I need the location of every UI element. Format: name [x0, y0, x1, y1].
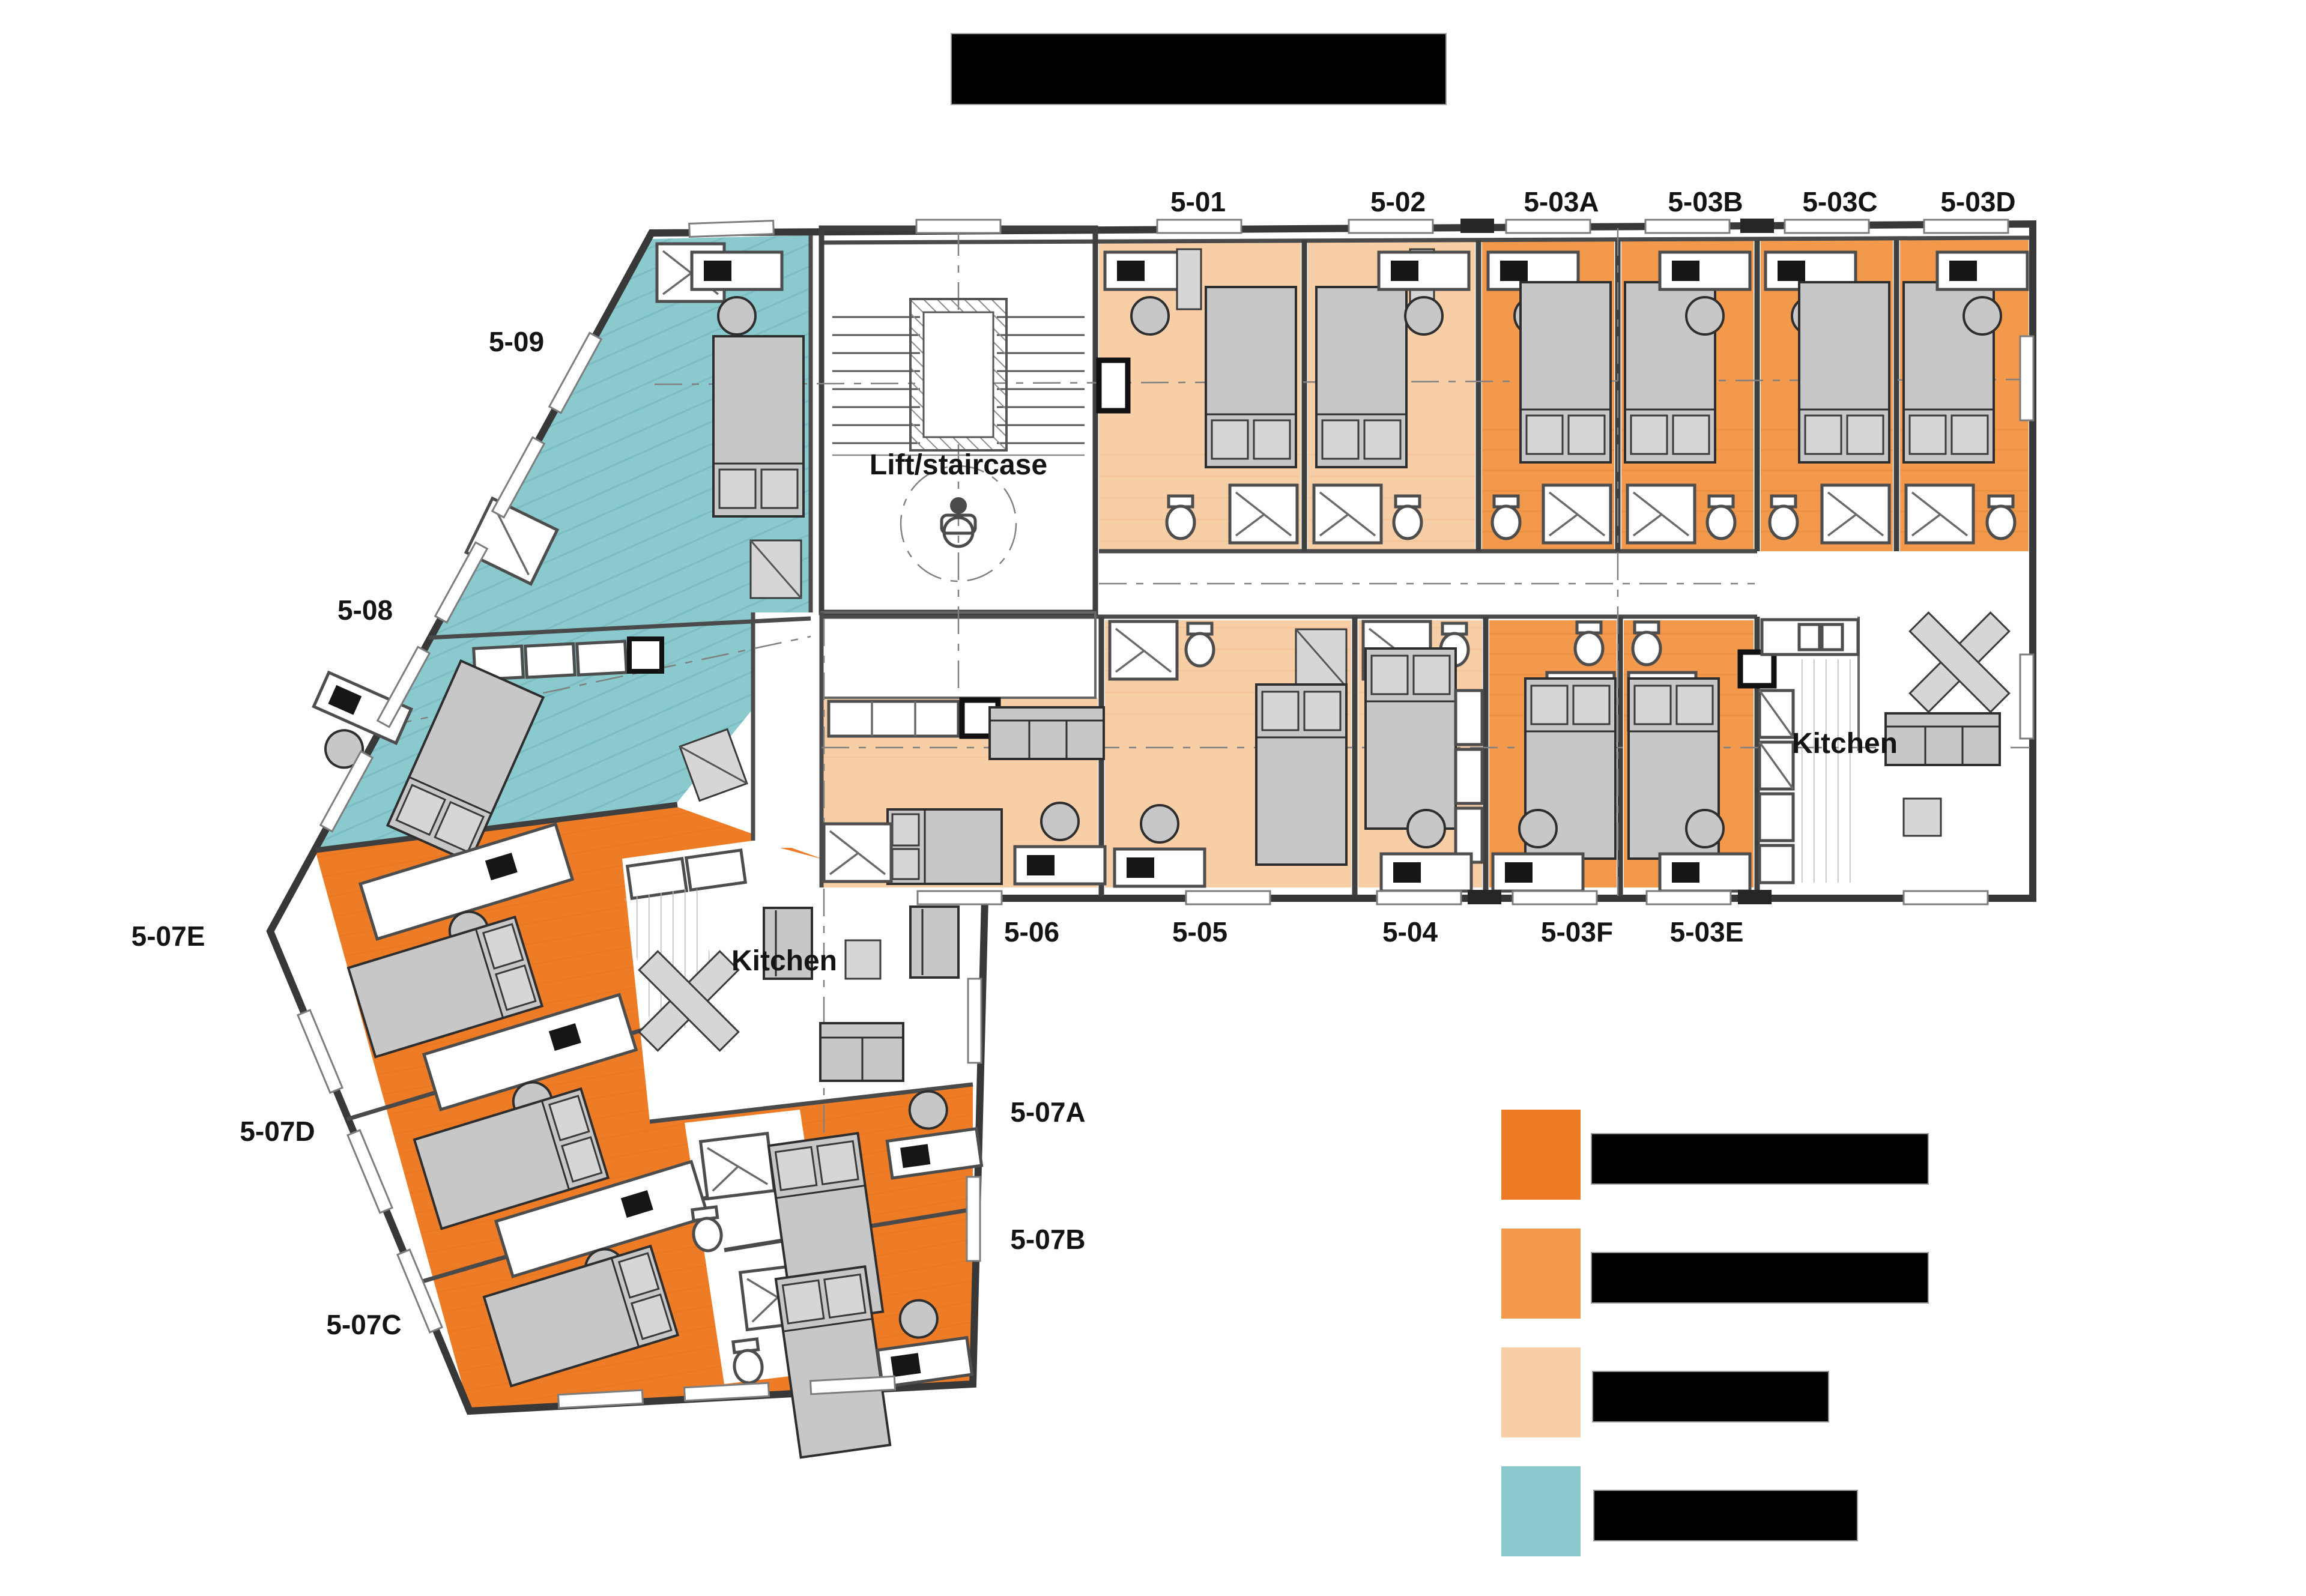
room-labels: 5-01 5-02 5-03A 5-03B 5-03C 5-03D 5-09 5… — [132, 186, 2016, 1340]
bed — [482, 1244, 680, 1388]
wing-kitchen-label: Kitchen — [731, 945, 837, 977]
bed — [1255, 683, 1348, 866]
room-label-5-07C: 5-07C — [326, 1309, 401, 1340]
sink — [1797, 623, 1821, 651]
toilet — [1987, 496, 2015, 539]
room-label-5-03D: 5-03D — [1940, 186, 2015, 217]
armchair — [909, 905, 960, 979]
bed — [1798, 281, 1890, 464]
room-label-5-03B: 5-03B — [1668, 186, 1743, 217]
shower — [1627, 485, 1695, 543]
shower — [1822, 485, 1889, 543]
kitchen-counter — [1758, 792, 1795, 842]
shower — [1230, 485, 1297, 543]
furniture-wing — [295, 244, 982, 1459]
windows — [296, 219, 2035, 1409]
legend-swatch-peach — [1501, 1347, 1581, 1437]
shower — [1906, 485, 1973, 543]
legend-label-redacted-1 — [1591, 1133, 1929, 1185]
room-label-5-09: 5-09 — [489, 326, 544, 357]
lift-staircase-label: Lift/staircase — [870, 449, 1047, 481]
kitchen-counter — [1454, 748, 1484, 805]
toilet — [1167, 496, 1194, 539]
toilet — [1575, 622, 1603, 665]
zone-teal-5-08-5-09 — [316, 235, 811, 848]
toilet — [1707, 496, 1735, 539]
kitchen-counter — [684, 848, 748, 892]
room-label-5-07D: 5-07D — [240, 1116, 315, 1147]
sofa — [988, 706, 1105, 760]
legend — [1501, 1110, 1929, 1556]
bed — [712, 335, 805, 518]
shower — [1543, 485, 1611, 543]
kitchen-counter — [575, 639, 628, 677]
shower — [701, 1134, 775, 1199]
legend-swatch-medium-orange — [1501, 1229, 1581, 1319]
toilet — [1186, 623, 1214, 666]
wheelchair-icon — [940, 497, 977, 548]
toilet — [1633, 622, 1660, 665]
room-label-5-05: 5-05 — [1172, 916, 1227, 948]
wing-corridor — [753, 612, 822, 848]
legend-label-redacted-2 — [1591, 1252, 1929, 1304]
furniture-bottom-row — [824, 621, 1750, 891]
legend-swatch-dark-orange — [1501, 1110, 1581, 1200]
bed — [1205, 286, 1297, 468]
room-label-5-02: 5-02 — [1370, 186, 1426, 217]
appliance — [1737, 649, 1777, 689]
shower — [1314, 485, 1381, 543]
furniture-top-row — [1096, 248, 2027, 543]
room-label-5-03A: 5-03A — [1524, 186, 1599, 217]
wardrobe — [1176, 248, 1202, 310]
turning-circle — [900, 465, 1017, 582]
room-label-5-07B: 5-07B — [1010, 1224, 1085, 1255]
legend-label-redacted-3 — [1592, 1371, 1829, 1422]
shower — [1110, 621, 1177, 679]
main-kitchen-living — [1737, 611, 2011, 884]
room-label-5-04: 5-04 — [1382, 916, 1438, 948]
sink — [1820, 623, 1844, 651]
room-label-5-08: 5-08 — [337, 594, 393, 626]
kitchen-counter — [524, 642, 576, 679]
bed — [886, 808, 1003, 885]
main-kitchen-label: Kitchen — [1792, 728, 1898, 760]
side-table — [1902, 797, 1942, 837]
bed — [347, 915, 544, 1059]
legend-label-redacted-4 — [1593, 1490, 1858, 1541]
side-table — [844, 939, 882, 980]
bed — [1364, 647, 1457, 830]
sofa — [819, 1022, 904, 1082]
toilet — [1394, 496, 1421, 539]
kitchen-counter — [1454, 689, 1484, 746]
sofa — [1884, 712, 2001, 766]
kitchen-counter — [1758, 844, 1795, 884]
bed — [413, 1087, 610, 1230]
appliance — [627, 636, 664, 674]
lift-staircase-core — [832, 298, 1085, 582]
room-label-5-06: 5-06 — [1004, 916, 1059, 948]
room-label-5-01: 5-01 — [1170, 186, 1226, 217]
room-label-5-03E: 5-03E — [1670, 916, 1744, 948]
toilet — [1770, 496, 1797, 539]
kitchen-counter — [827, 700, 960, 738]
room-label-5-07E: 5-07E — [132, 920, 205, 952]
legend-swatch-teal — [1501, 1466, 1581, 1556]
shower — [824, 824, 891, 881]
room-label-5-07A: 5-07A — [1010, 1096, 1085, 1128]
shower — [464, 496, 560, 586]
bed — [1519, 281, 1612, 464]
wardrobe — [749, 539, 802, 599]
riser-shaft — [1096, 357, 1131, 414]
bed — [1315, 286, 1408, 468]
room-label-5-03F: 5-03F — [1541, 916, 1613, 948]
toilet — [1492, 496, 1520, 539]
galley-floor — [1798, 659, 1858, 883]
wardrobe — [1295, 628, 1348, 688]
room-label-5-03C: 5-03C — [1802, 186, 1877, 217]
title-redaction-bar — [951, 33, 1447, 105]
